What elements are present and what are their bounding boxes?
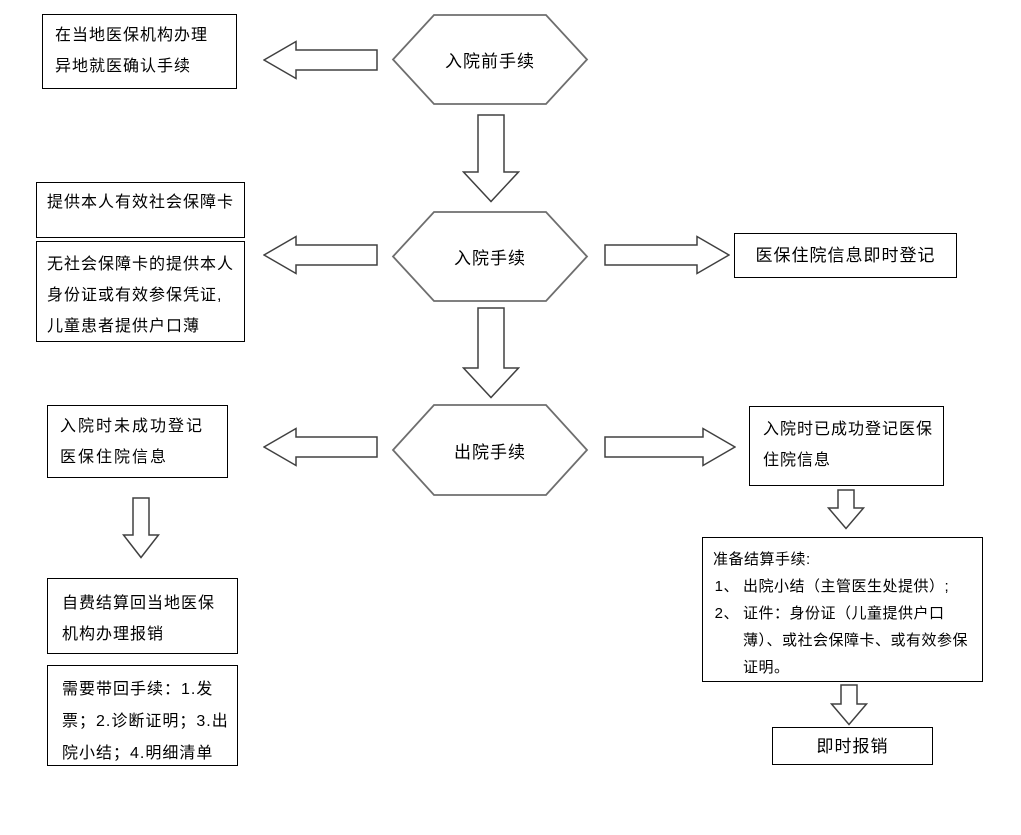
box-social-card: 提供本人有效社会保障卡 — [36, 182, 245, 238]
arrow-down-settlement-to-reimburse-icon — [830, 684, 868, 726]
box-registered-text: 入院时已成功登记医保住院信息 — [763, 421, 934, 469]
box-settlement-title: 准备结算手续: — [713, 551, 811, 568]
hexagon-admission-label: 入院手续 — [454, 249, 526, 268]
arrow-down-pre-to-admission-icon — [462, 114, 520, 203]
box-no-card: 无社会保障卡的提供本人身份证或有效参保凭证, 儿童患者提供户口薄 — [36, 241, 245, 342]
settlement-item-text: 证件：身份证（儿童提供户口薄）、或社会保障卡、或有效参保证明。 — [743, 605, 969, 676]
arrow-down-registered-to-settlement-icon — [827, 489, 865, 530]
arrow-left-discharge-to-not-registered-icon — [263, 427, 378, 467]
hexagon-shape — [391, 211, 589, 302]
box-settlement: 准备结算手续: 1、 出院小结（主管医生处提供）; 2、 证件：身份证（儿童提供… — [702, 537, 983, 682]
arrow-right-admission-to-registration-icon — [604, 235, 730, 275]
box-remote-confirm: 在当地医保机构办理异地就医确认手续 — [42, 14, 237, 89]
box-remote-confirm-text: 在当地医保机构办理异地就医确认手续 — [55, 27, 209, 75]
box-bring-back-text: 需要带回手续：1.发票；2.诊断证明；3.出院小结；4.明细清单 — [62, 681, 229, 762]
hexagon-pre-admission-label: 入院前手续 — [445, 52, 535, 71]
box-instant-reimburse-text: 即时报销 — [816, 736, 889, 756]
arrow-left-pre-to-remote-confirm-icon — [263, 40, 378, 80]
hexagon-pre-admission: 入院前手续 — [391, 13, 589, 106]
arrow-left-admission-to-cards-icon — [263, 235, 378, 275]
box-instant-registration: 医保住院信息即时登记 — [734, 233, 957, 278]
arrow-down-not-registered-to-self-pay-icon — [122, 497, 160, 559]
hexagon-discharge: 出院手续 — [391, 403, 589, 497]
box-social-card-text: 提供本人有效社会保障卡 — [47, 194, 235, 211]
arrow-right-discharge-to-registered-icon — [604, 427, 736, 467]
settlement-item-number: 1、 — [714, 578, 739, 595]
settlement-item-number: 2、 — [714, 605, 739, 622]
box-bring-back: 需要带回手续：1.发票；2.诊断证明；3.出院小结；4.明细清单 — [47, 665, 238, 766]
settlement-item: 1、 出院小结（主管医生处提供）; — [713, 573, 974, 600]
box-no-card-text: 无社会保障卡的提供本人身份证或有效参保凭证, 儿童患者提供户口薄 — [47, 256, 235, 335]
hexagon-admission: 入院手续 — [391, 210, 589, 303]
box-not-registered-text: 入院时未成功登记医保住院信息 — [60, 418, 205, 466]
settlement-item: 2、 证件：身份证（儿童提供户口薄）、或社会保障卡、或有效参保证明。 — [713, 600, 974, 681]
box-instant-reimburse: 即时报销 — [772, 727, 933, 765]
box-self-pay: 自费结算回当地医保机构办理报销 — [47, 578, 238, 654]
box-instant-registration-text: 医保住院信息即时登记 — [755, 246, 936, 265]
arrow-down-admission-to-discharge-icon — [462, 307, 520, 399]
hexagon-shape — [391, 14, 589, 105]
hexagon-shape — [391, 404, 589, 496]
box-self-pay-text: 自费结算回当地医保机构办理报销 — [62, 595, 216, 643]
settlement-item-text: 出院小结（主管医生处提供）; — [743, 578, 950, 595]
box-registered: 入院时已成功登记医保住院信息 — [749, 406, 944, 486]
box-not-registered: 入院时未成功登记医保住院信息 — [47, 405, 228, 478]
hexagon-discharge-label: 出院手续 — [454, 442, 526, 462]
